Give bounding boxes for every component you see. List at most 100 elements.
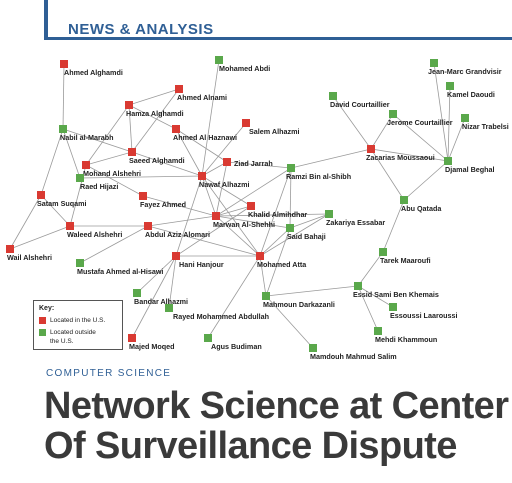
node-label-ahmed_al_haznawi: Ahmed Al Haznawi bbox=[173, 133, 237, 142]
header-left-rule bbox=[44, 0, 48, 40]
legend-outside-label-1: Located outside bbox=[50, 329, 96, 337]
legend-row-outside: Located outside bbox=[39, 329, 96, 336]
node-label-agus: Agus Budiman bbox=[211, 342, 262, 351]
edge-ramzi-marwan bbox=[215, 167, 292, 217]
edge-said_bahaji-mahmoun bbox=[265, 227, 291, 297]
node-label-said_bahaji: Said Bahaji bbox=[287, 232, 326, 241]
node-zakariya bbox=[325, 210, 333, 218]
node-label-tarek: Tarek Maaroufi bbox=[380, 256, 431, 265]
edge-hamza_alghamdi-mohand_alshehri bbox=[85, 104, 130, 166]
node-salem_alhazmi bbox=[242, 119, 250, 127]
node-djamal bbox=[444, 157, 452, 165]
legend-us-label: Located in the U.S. bbox=[50, 317, 106, 325]
edge-tarek-essid bbox=[357, 251, 384, 287]
node-label-nizar: Nizar Trabelsi bbox=[462, 122, 509, 131]
node-label-ziad_jarrah: Ziad Jarrah bbox=[234, 159, 273, 168]
node-nawaf_alhazmi bbox=[198, 172, 206, 180]
edge-david-zacarias bbox=[332, 95, 372, 150]
node-label-abu_qatada: Abu Qatada bbox=[401, 204, 442, 213]
node-label-kamel: Kamel Daoudi bbox=[447, 90, 495, 99]
edge-djamal-abu_qatada bbox=[403, 160, 449, 201]
edge-abu_qatada-tarek bbox=[382, 199, 405, 253]
node-label-khalid_almihdhar: Khalid Almihdhar bbox=[248, 210, 307, 219]
node-mustafa bbox=[76, 259, 84, 267]
edge-marwan-abdul_aziz bbox=[147, 215, 217, 227]
edge-mohamed_abdi-nawaf_alhazmi bbox=[201, 59, 220, 177]
node-bandar bbox=[133, 289, 141, 297]
node-label-ahmed_alghamdi: Ahmed Alghamdi bbox=[64, 68, 123, 77]
node-essoussi bbox=[389, 303, 397, 311]
edge-essid-mehdi bbox=[357, 285, 379, 332]
edge-mahmoun-essid bbox=[265, 285, 359, 297]
node-label-mamdouh: Mamdouh Mahmud Salim bbox=[310, 352, 397, 360]
edge-zakariya-mohamed_atta bbox=[259, 213, 330, 257]
edge-ahmed_al_haznawi-nawaf_alhazmi bbox=[175, 128, 203, 177]
legend-box: Key: Located in the U.S. Located outside… bbox=[33, 300, 123, 350]
node-label-mustafa: Mustafa Ahmed al-Hisawi bbox=[77, 267, 163, 276]
edge-ziad_jarrah-nawaf_alhazmi bbox=[201, 161, 228, 177]
edge-zakariya-said_bahaji bbox=[289, 213, 330, 229]
node-mehdi bbox=[374, 327, 382, 335]
node-david bbox=[329, 92, 337, 100]
node-label-satam_suqami: Satam Suqami bbox=[37, 199, 87, 208]
node-label-nawaf_alhazmi: Nawaf Alhazmi bbox=[199, 180, 249, 189]
node-label-jerome: Jerome Courtaillier bbox=[387, 118, 453, 127]
node-label-david: David Courtaillier bbox=[330, 100, 390, 109]
edge-ramzi-mohamed_atta bbox=[259, 167, 292, 257]
node-wail_alshehri bbox=[6, 245, 14, 253]
red-square-icon bbox=[39, 317, 46, 324]
edge-satam_suqami-wail_alshehri bbox=[9, 194, 42, 250]
edge-kamel-djamal bbox=[447, 85, 451, 162]
node-said_bahaji bbox=[286, 224, 294, 232]
edge-zacarias-djamal bbox=[370, 148, 449, 162]
node-label-saeed_alghamdi: Saeed Alghamdi bbox=[129, 156, 185, 165]
legend-row-outside-2: the U.S. bbox=[50, 338, 73, 345]
edge-saeed_alghamdi-nawaf_alhazmi bbox=[131, 151, 203, 177]
edge-said_bahaji-mohamed_atta bbox=[259, 227, 291, 257]
edge-nawaf_alhazmi-hani_hanjour bbox=[175, 175, 203, 257]
edge-nabil_al_marabh-saeed_alghamdi bbox=[62, 128, 133, 153]
edge-zacarias-abu_qatada bbox=[370, 148, 405, 201]
node-ahmed_alnami bbox=[175, 85, 183, 93]
node-mohamed_atta bbox=[256, 252, 264, 260]
node-label-mahmoun: Mahmoun Darkazanli bbox=[263, 300, 335, 309]
node-ahmed_al_haznawi bbox=[172, 125, 180, 133]
node-hamza_alghamdi bbox=[125, 101, 133, 109]
node-label-hani_hanjour: Hani Hanjour bbox=[179, 260, 224, 269]
edge-hamza_alghamdi-saeed_alghamdi bbox=[128, 104, 133, 153]
node-fayez_ahmed bbox=[139, 192, 147, 200]
node-label-majed: Majed Moqed bbox=[129, 342, 175, 351]
node-marwan bbox=[212, 212, 220, 220]
edge-satam_suqami-waleed_alshehri bbox=[40, 194, 71, 227]
edge-hani_hanjour-rayed bbox=[168, 255, 177, 309]
edge-nawaf_alhazmi-khalid_almihdhar bbox=[201, 175, 252, 207]
edge-nawaf_alhazmi-marwan bbox=[201, 175, 217, 217]
edge-layer bbox=[9, 59, 466, 349]
node-mahmoun bbox=[262, 292, 270, 300]
node-mohand_alshehri bbox=[82, 161, 90, 169]
edge-essid-essoussi bbox=[357, 285, 394, 308]
node-zacarias bbox=[367, 145, 375, 153]
section-header: NEWS & ANALYSIS bbox=[68, 21, 214, 38]
edge-marwan-said_bahaji bbox=[215, 215, 291, 229]
node-label-zacarias: Zacarias Moussaoui bbox=[366, 153, 435, 162]
node-label-raed_hijazi: Raed Hijazi bbox=[80, 182, 118, 191]
node-waleed_alshehri bbox=[66, 222, 74, 230]
node-label-ahmed_alnami: Ahmed Alnami bbox=[177, 93, 227, 102]
node-label-essoussi: Essoussi Laaroussi bbox=[390, 311, 458, 320]
header-underline bbox=[48, 37, 512, 40]
article-headline: Network Science at Center Of Surveillanc… bbox=[44, 386, 509, 467]
edge-jean_marc-djamal bbox=[433, 62, 449, 162]
node-hani_hanjour bbox=[172, 252, 180, 260]
edge-ziad_jarrah-marwan bbox=[215, 161, 228, 217]
headline-line-2: Of Surveillance Dispute bbox=[44, 425, 457, 467]
article-section-label: COMPUTER SCIENCE bbox=[46, 368, 172, 379]
edge-abdul_aziz-mohamed_atta bbox=[147, 225, 261, 257]
node-agus bbox=[204, 334, 212, 342]
edge-marwan-zakariya bbox=[215, 213, 330, 217]
node-jean_marc bbox=[430, 59, 438, 67]
node-kamel bbox=[446, 82, 454, 90]
edge-mohamed_atta-mahmoun bbox=[259, 255, 267, 297]
edge-mahmoun-mamdouh bbox=[265, 295, 314, 349]
